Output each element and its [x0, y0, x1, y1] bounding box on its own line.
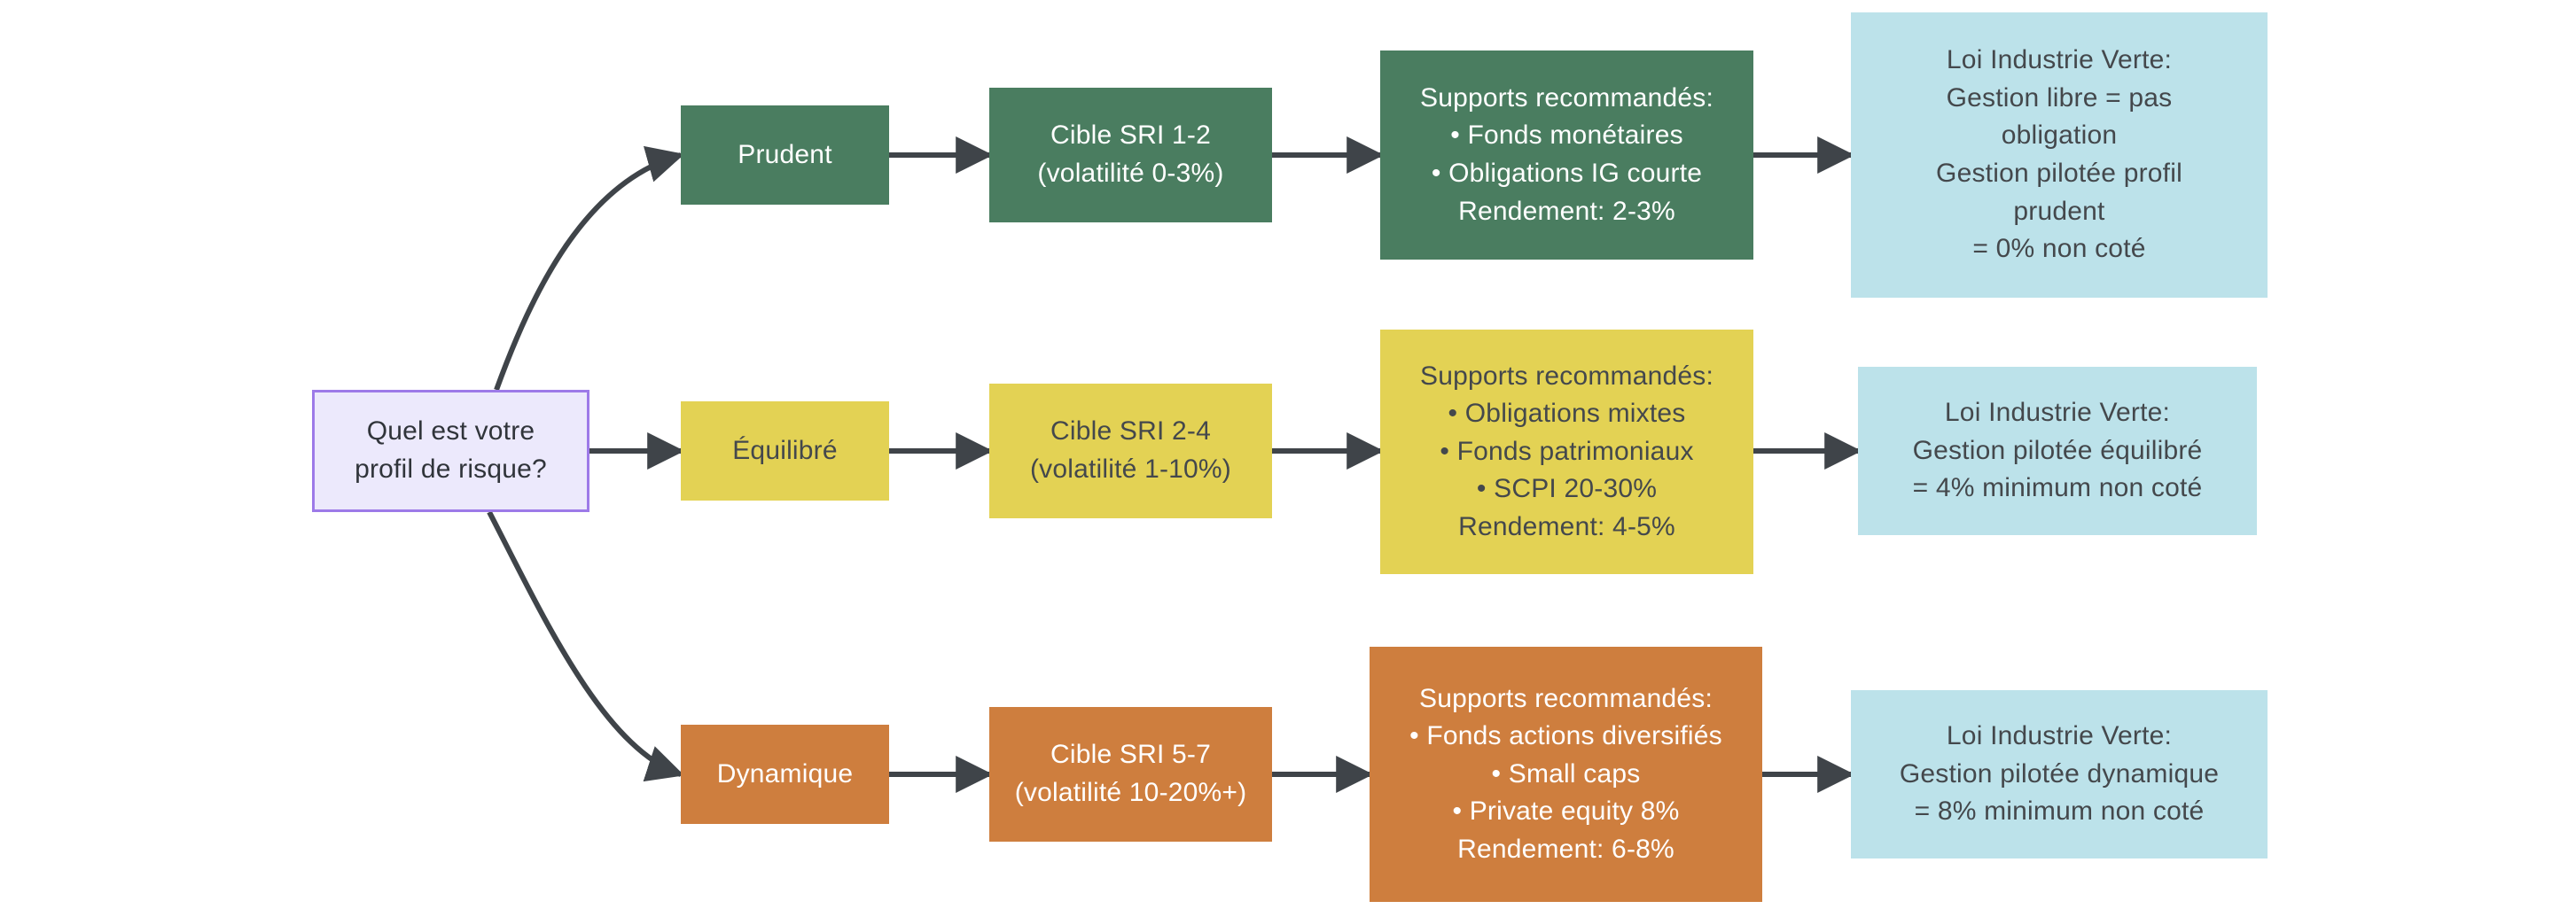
- node-text-line: (volatilité 10-20%+): [1014, 778, 1247, 807]
- node-profile-prudent[interactable]: Prudent: [681, 105, 889, 205]
- node-text-line: Gestion pilotée dynamique: [1899, 758, 2220, 789]
- node-profile-dynamique[interactable]: Dynamique: [681, 725, 889, 824]
- edge-decision-to-dynamique: [487, 510, 684, 782]
- node-text-line: • Private equity 8%: [1452, 796, 1680, 827]
- node-text-line: Prudent: [738, 139, 832, 169]
- node-text-line: Rendement: 6-8%: [1457, 834, 1674, 864]
- node-risk-profile-question[interactable]: Quel est votre profil de risque?: [312, 390, 589, 512]
- node-loi-prudent[interactable]: Loi Industrie Verte: Gestion libre = pas…: [1851, 12, 2268, 298]
- node-text-line: • SCPI 20-30%: [1476, 474, 1658, 504]
- node-text-line: = 4% minimum non coté: [1912, 473, 2203, 503]
- node-text-line: • Obligations mixtes: [1448, 399, 1686, 429]
- node-loi-dynamique[interactable]: Loi Industrie Verte: Gestion pilotée dyn…: [1851, 690, 2268, 858]
- node-text-line: Cible SRI 1-2: [1050, 120, 1211, 151]
- node-text-line: (volatilité 1-10%): [1029, 454, 1232, 484]
- node-text-line: • Fonds actions diversifiés: [1409, 721, 1722, 751]
- node-supports-prudent[interactable]: Supports recommandés: • Fonds monétaires…: [1380, 50, 1753, 260]
- node-text-line: (volatilité 0-3%): [1037, 159, 1224, 188]
- node-text-line: Cible SRI 2-4: [1050, 416, 1211, 447]
- node-sri-dynamique[interactable]: Cible SRI 5-7 (volatilité 10-20%+): [989, 707, 1272, 842]
- edge-decision-to-prudent: [494, 145, 685, 392]
- node-text-line: prudent: [2013, 196, 2105, 226]
- node-text-line: Loi Industrie Verte:: [1944, 398, 2171, 428]
- node-text-line: Dynamique: [716, 758, 854, 789]
- node-text-line: Cible SRI 5-7: [1050, 740, 1211, 770]
- node-text-line: • Obligations IG courte: [1431, 159, 1703, 188]
- node-text-line: = 0% non coté: [1972, 234, 2146, 264]
- node-text-line: Loi Industrie Verte:: [1946, 721, 2173, 751]
- node-text-line: Supports recommandés:: [1418, 683, 1713, 713]
- node-text-line: Rendement: 2-3%: [1458, 196, 1675, 226]
- node-text-line: • Fonds patrimoniaux: [1440, 436, 1694, 466]
- node-sri-equilibre[interactable]: Cible SRI 2-4 (volatilité 1-10%): [989, 384, 1272, 518]
- node-text-line: Quel est votre: [366, 416, 535, 447]
- node-text-line: Loi Industrie Verte:: [1946, 45, 2173, 75]
- node-text-line: Gestion pilotée équilibré: [1912, 435, 2203, 465]
- node-loi-equilibre[interactable]: Loi Industrie Verte: Gestion pilotée équ…: [1858, 367, 2257, 535]
- node-text-line: profil de risque?: [355, 454, 547, 484]
- node-text-line: Gestion pilotée profil: [1936, 159, 2182, 188]
- node-text-line: = 8% minimum non coté: [1914, 796, 2205, 827]
- node-supports-dynamique[interactable]: Supports recommandés: • Fonds actions di…: [1370, 647, 1762, 902]
- node-text-line: obligation: [2001, 120, 2118, 151]
- node-text-line: Gestion libre = pas: [1946, 82, 2173, 113]
- node-text-line: • Small caps: [1491, 758, 1641, 789]
- node-text-line: Rendement: 4-5%: [1458, 511, 1675, 541]
- node-text-line: Supports recommandés:: [1419, 82, 1714, 113]
- node-supports-equilibre[interactable]: Supports recommandés: • Obligations mixt…: [1380, 330, 1753, 574]
- node-text-line: • Fonds monétaires: [1450, 120, 1683, 151]
- node-profile-equilibre[interactable]: Équilibré: [681, 401, 889, 501]
- node-text-line: Supports recommandés:: [1419, 361, 1714, 391]
- node-text-line: Équilibré: [732, 435, 838, 465]
- node-sri-prudent[interactable]: Cible SRI 1-2 (volatilité 0-3%): [989, 88, 1272, 222]
